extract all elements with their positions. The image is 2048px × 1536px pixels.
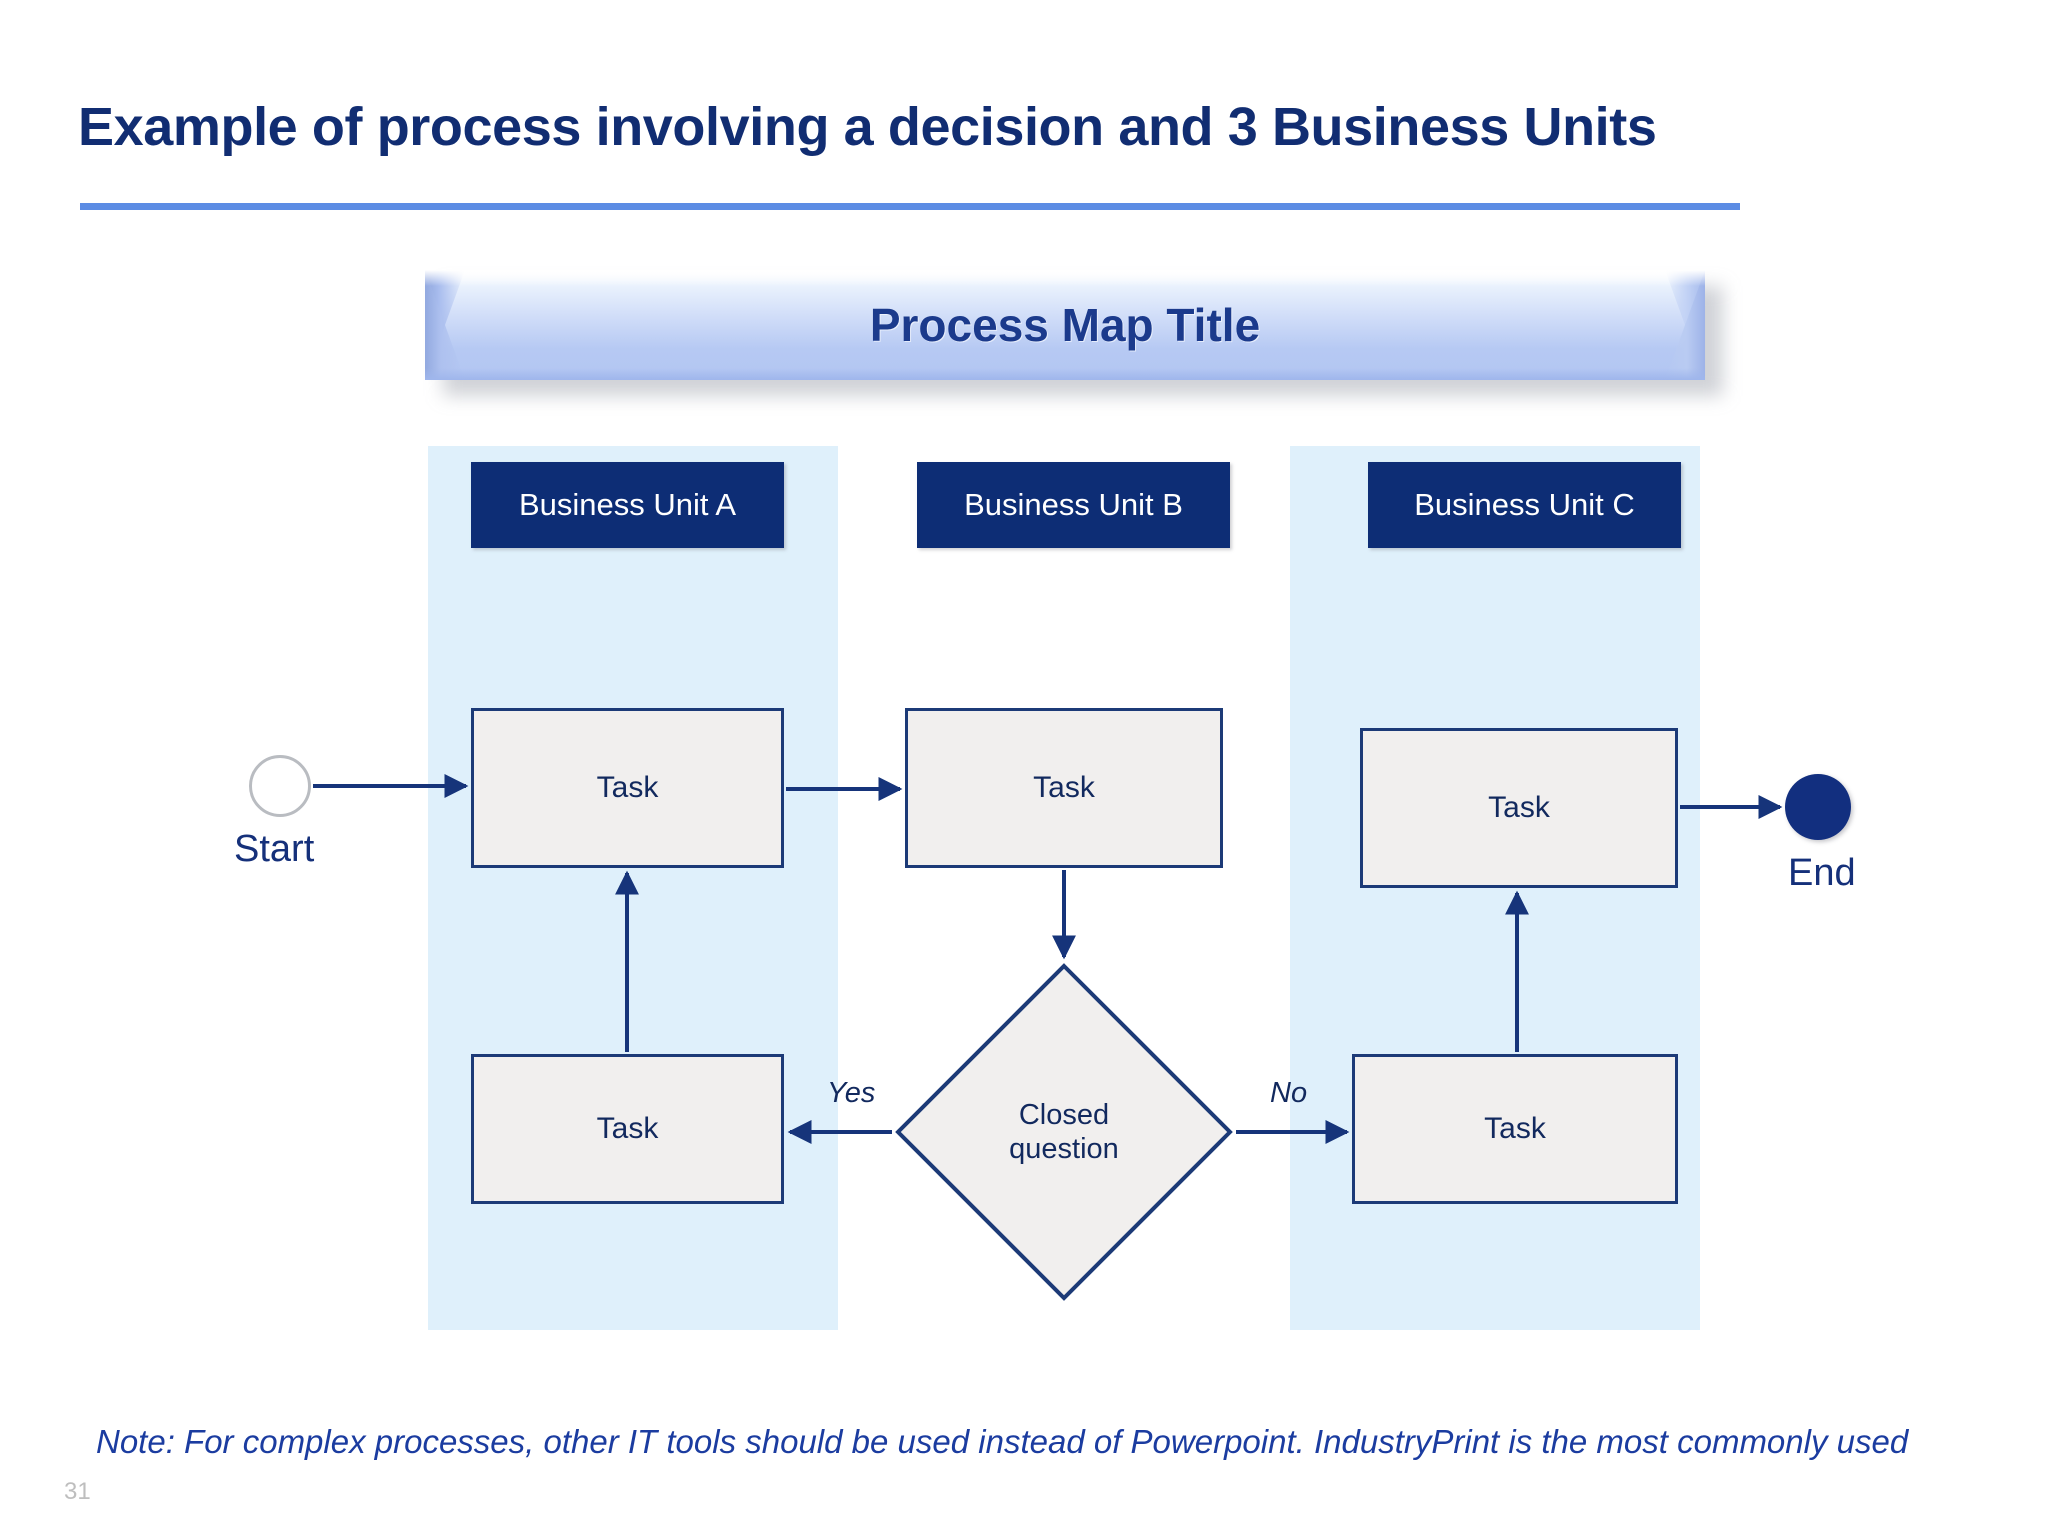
branch-label-yes: Yes [827, 1077, 876, 1109]
banner-title: Process Map Title [869, 299, 1261, 351]
start-node-icon [249, 755, 311, 817]
start-label: Start [234, 828, 315, 870]
footer-note: Note: For complex processes, other IT to… [96, 1423, 1909, 1460]
task-node-a2[interactable]: Task [471, 1054, 784, 1204]
title-divider [80, 203, 1740, 210]
banner-face [425, 270, 1705, 380]
banner-bevel-top-icon [425, 270, 1705, 286]
task-node-c2[interactable]: Task [1352, 1054, 1678, 1204]
task-node-b1[interactable]: Task [905, 708, 1223, 868]
task-node-c1[interactable]: Task [1360, 728, 1678, 888]
banner-bevel-bottom-icon [425, 368, 1705, 380]
swimlane-header-c: Business Unit C [1368, 462, 1681, 548]
end-label: End [1788, 852, 1856, 894]
swimlane-header-a: Business Unit A [471, 462, 784, 548]
swimlane-header-b: Business Unit B [917, 462, 1230, 548]
decision-label-line1: Closed [1018, 1098, 1110, 1131]
banner-body: Process Map Title [425, 270, 1705, 380]
branch-label-no: No [1270, 1077, 1308, 1109]
decision-node[interactable]: Closed question [894, 962, 1234, 1302]
diamond-icon [895, 963, 1233, 1301]
process-map-banner: Process Map Title [425, 270, 1723, 396]
page-title: Example of process involving a decision … [78, 97, 1657, 157]
end-node-icon [1785, 774, 1851, 840]
page-number: 31 [64, 1478, 91, 1505]
decision-label-line2: question [1009, 1133, 1119, 1165]
decision-label: Closed question [894, 962, 1234, 1302]
task-node-a1[interactable]: Task [471, 708, 784, 868]
